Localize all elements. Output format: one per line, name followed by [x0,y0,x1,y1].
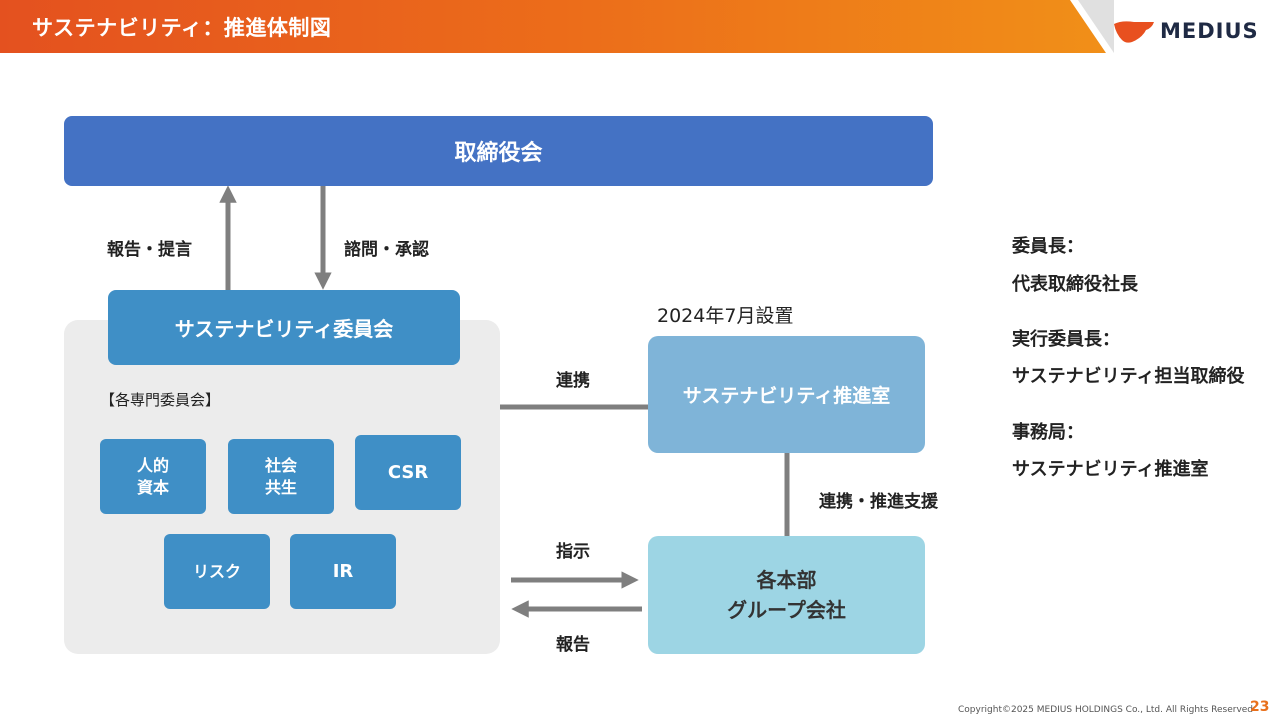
page-number: 23 [1250,699,1270,715]
office-established-note: 2024年7月設置 [657,305,794,327]
subcommittee-csr: CSR [355,435,461,510]
subcommittee-ir: IR [290,534,396,609]
subcommittee-risk: リスク [164,534,270,609]
sustainability-office-box: サステナビリティ推進室 [648,336,925,453]
executive-chair-value: サステナビリティ担当取締役 [1012,366,1245,387]
footer-copyright: Copyright©2025 MEDIUS HOLDINGS Co., Ltd.… [958,705,1254,715]
board-of-directors-box: 取締役会 [64,116,933,186]
subcommittee-social-line1: 社会 [264,455,297,475]
subcommittee-human-capital-line2: 資本 [136,477,169,497]
page-title: サステナビリティ：推進体制図 [32,16,332,40]
logo-text: MEDIUS [1160,19,1259,43]
subcommittee-human-capital-line1: 人的 [136,455,169,475]
label-report-proposal: 報告・提言 [107,240,192,260]
specialist-committees-label: 【各専門委員会】 [100,391,221,409]
executive-chair-title: 実行委員長： [1012,329,1120,350]
secretariat-value: サステナビリティ推進室 [1012,459,1209,480]
label-link: 連携 [556,371,590,391]
chair-value: 代表取締役社長 [1012,274,1138,295]
hq-line1: 各本部 [756,568,817,592]
label-link-support: 連携・推進支援 [819,492,938,512]
subcommittee-human-capital: 人的 資本 [100,439,206,514]
sustainability-committee-box: サステナビリティ委員会 [108,290,460,365]
subcommittee-social-line2: 共生 [264,477,297,497]
secretariat-title: 事務局： [1012,422,1084,443]
label-consult-approve: 諮問・承認 [344,240,429,260]
label-report: 報告 [556,635,590,655]
logo-background [1070,0,1280,53]
label-instruct: 指示 [556,542,590,562]
divisions-group-companies-box: 各本部 グループ会社 [648,536,925,654]
header-bar [0,0,1280,53]
chair-title: 委員長： [1012,236,1084,257]
medius-logo-icon [1114,21,1154,43]
hq-line2: グループ会社 [727,598,846,622]
subcommittee-social-coexistence: 社会 共生 [228,439,334,514]
